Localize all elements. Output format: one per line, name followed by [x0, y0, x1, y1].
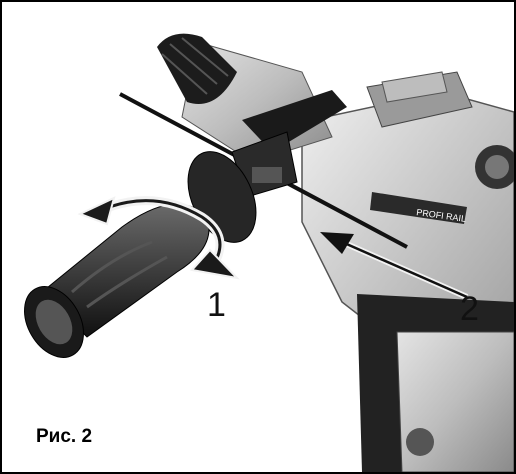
- mode-selector: [366, 71, 473, 128]
- chuck-bellows: [157, 33, 237, 104]
- auxiliary-handle-grip: [24, 203, 210, 358]
- callout-1: 1: [207, 286, 226, 324]
- callout-2: 2: [460, 290, 479, 328]
- insertion-arrow-icon: [320, 232, 469, 300]
- drill-body: PROFI RAIL: [301, 91, 514, 472]
- handle-clamp: [231, 90, 347, 198]
- rotation-arrow-icon: [77, 196, 240, 280]
- figure-caption: Рис. 2: [36, 426, 93, 447]
